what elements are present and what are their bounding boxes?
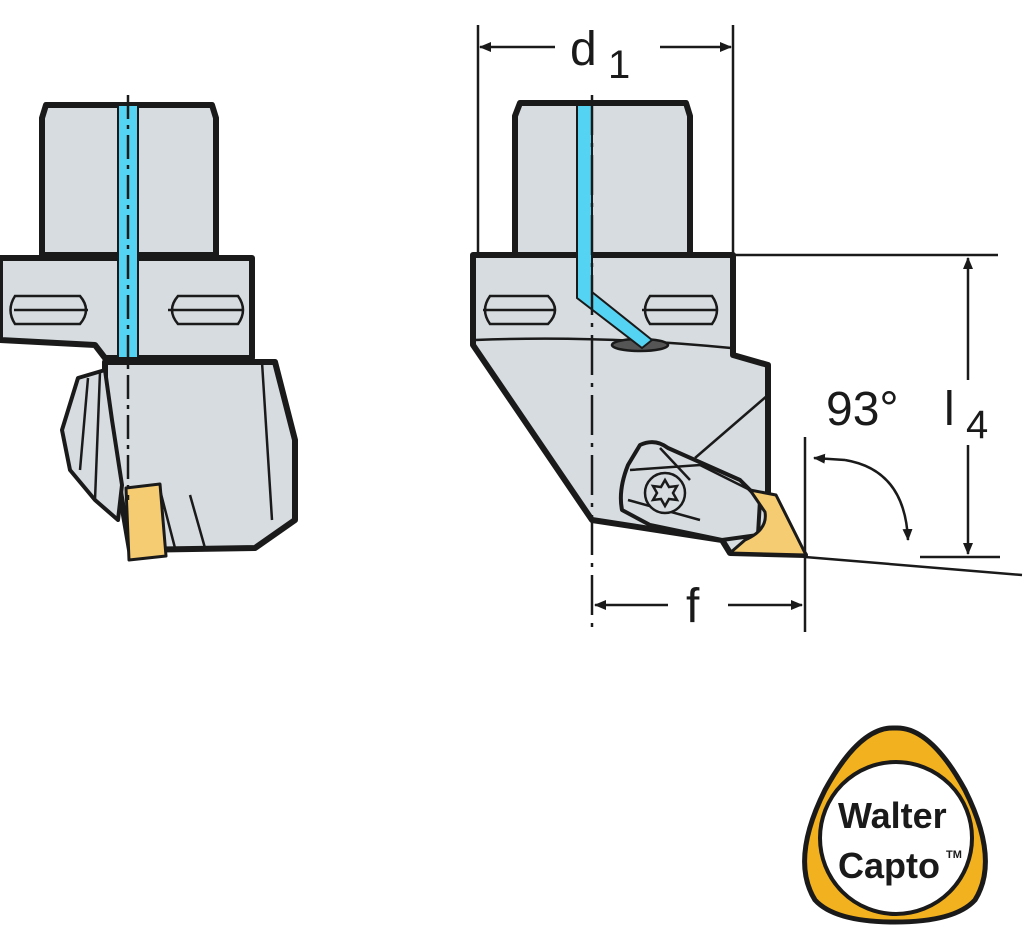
front-view-insert [728, 488, 808, 557]
l4-subscript: 4 [966, 403, 988, 447]
side-view-clamp [60, 368, 124, 522]
dimension-l4: l 4 [735, 253, 1000, 559]
insert-clamp [618, 440, 762, 542]
front-view-shank [512, 100, 693, 258]
side-view-insert [124, 482, 168, 562]
logo-line1: Walter [838, 795, 947, 836]
logo-line2: Capto [838, 845, 940, 886]
logo-trademark: TM [946, 849, 962, 861]
angle-label: 93° [826, 383, 899, 436]
dimension-f: f [594, 437, 807, 633]
slot-left-1 [9, 294, 88, 326]
dimension-angle: 93° [804, 383, 1023, 577]
slot-right-1 [483, 294, 557, 326]
walter-capto-logo: Walter Capto TM [802, 725, 988, 925]
slot-right-2 [642, 294, 719, 326]
f-label: f [686, 580, 700, 633]
front-view-holder [470, 95, 808, 632]
side-view-holder [0, 95, 298, 562]
l4-label: l [944, 383, 955, 436]
d1-label: d [570, 23, 597, 76]
dimension-d1: d 1 [476, 23, 735, 255]
d1-subscript: 1 [608, 43, 630, 87]
torx-screw-icon [643, 471, 687, 515]
slot-left-2 [168, 294, 245, 326]
